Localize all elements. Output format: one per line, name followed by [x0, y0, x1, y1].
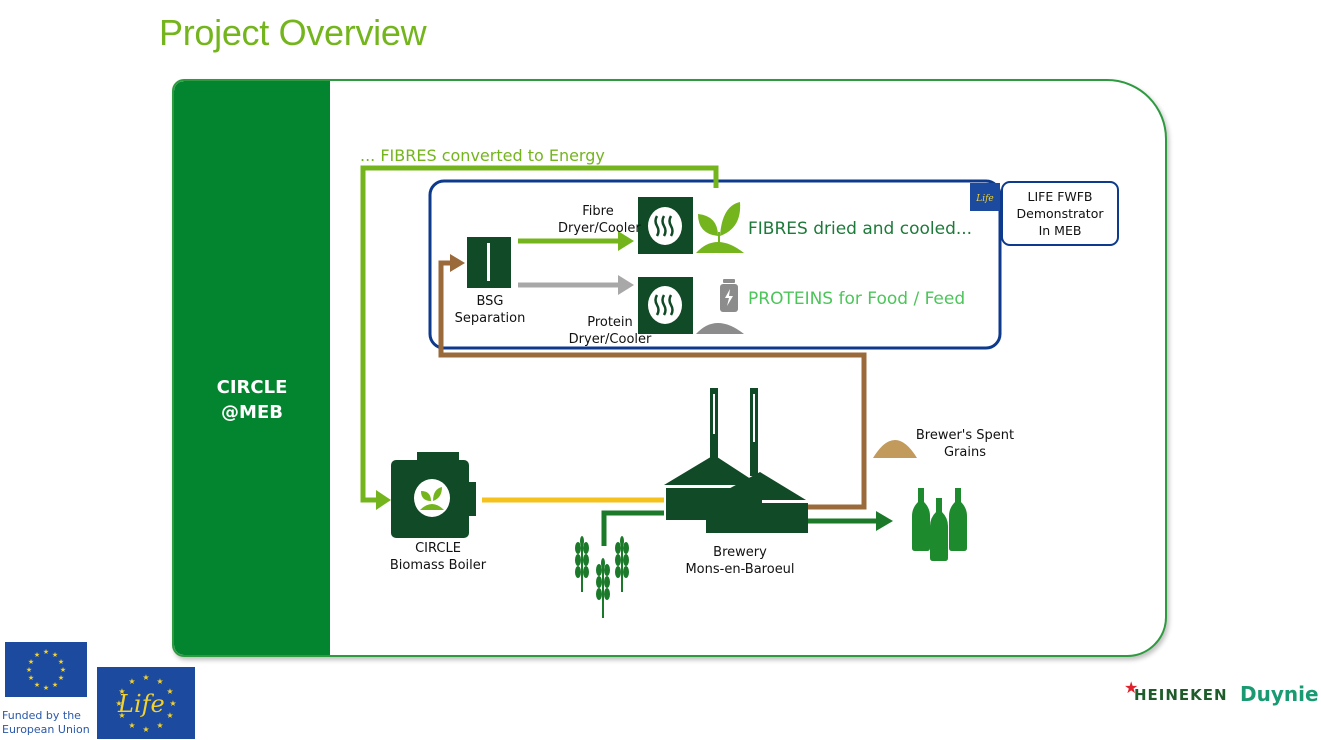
life-logo-text: Life — [118, 690, 165, 718]
spent-grain-icon — [873, 440, 917, 458]
svg-text:★: ★ — [52, 651, 58, 659]
svg-text:Life: Life — [975, 194, 994, 204]
proteins-label: PROTEINS for Food / Feed — [748, 289, 966, 309]
protein-powder-icon — [696, 279, 744, 334]
sidebar-label: CIRCLE @MEB — [174, 375, 330, 425]
svg-text:★: ★ — [34, 651, 40, 659]
life-logo-icon: ★★★★ ★★★★ ★★★★ — [97, 667, 195, 739]
heineken-star-icon: ★ — [1124, 678, 1139, 697]
beer-output-arrowhead — [876, 511, 893, 531]
protein-dryer-label-line2: Dryer/Cooler — [568, 332, 652, 347]
svg-text:★: ★ — [142, 673, 149, 682]
fibre-dryer-label: Fibre Dryer/Cooler — [558, 203, 641, 237]
fibre-dryer-label-line1: Fibre — [582, 204, 614, 219]
life-demonstrator-box: LIFE FWFB Demonstrator In MEB — [1001, 181, 1119, 246]
svg-text:★: ★ — [43, 648, 49, 656]
svg-text:★: ★ — [169, 699, 176, 708]
svg-text:★: ★ — [58, 658, 64, 666]
sidebar-label-line2: @MEB — [221, 402, 283, 423]
bsg-separation-label-line1: BSG — [476, 294, 504, 309]
svg-text:★: ★ — [26, 666, 32, 674]
svg-text:★: ★ — [128, 677, 135, 686]
life-box-line1: LIFE FWFB — [1027, 189, 1093, 204]
svg-text:★: ★ — [43, 684, 49, 692]
sidebar-panel: CIRCLE @MEB — [174, 81, 330, 655]
eu-flag-icon: ★★★★ ★★★★ ★★★★ — [5, 642, 87, 697]
fibre-arrowhead — [618, 231, 634, 251]
sprout-icon — [696, 202, 744, 253]
separator-icon — [467, 237, 511, 288]
bsg-separation-label: BSG Separation — [450, 293, 530, 327]
svg-text:★: ★ — [128, 721, 135, 730]
svg-text:★: ★ — [52, 681, 58, 689]
protein-dryer-label-line1: Protein — [587, 315, 633, 330]
fibres-dried-label: FIBRES dried and cooled... — [748, 219, 973, 239]
brewery-label: Brewery Mons-en-Baroeul — [680, 544, 800, 578]
sidebar-label-line1: CIRCLE — [216, 377, 288, 398]
duynie-logo: Duynie — [1240, 682, 1319, 706]
svg-text:★: ★ — [58, 674, 64, 682]
fibres-energy-arrowhead — [376, 490, 391, 510]
bsg-return-line — [438, 260, 867, 510]
beer-bottles-icon — [912, 488, 967, 561]
protein-dryer-label: Protein Dryer/Cooler — [568, 314, 652, 348]
life-mini-flag-icon: Life — [970, 183, 1000, 211]
biomass-boiler-label-line1: CIRCLE — [415, 541, 461, 556]
bsg-separation-label-line2: Separation — [454, 311, 526, 326]
eu-funding-caption: Funded by the European Union — [2, 709, 90, 737]
svg-text:★: ★ — [28, 674, 34, 682]
biomass-boiler-label-line2: Biomass Boiler — [389, 558, 487, 573]
fibres-energy-label: ... FIBRES converted to Energy — [360, 146, 605, 165]
brewery-label-line2: Mons-en-Baroeul — [685, 562, 795, 577]
heineken-logo: HEINEKEN — [1134, 686, 1228, 704]
fibres-energy-line — [360, 165, 719, 503]
svg-text:★: ★ — [60, 666, 66, 674]
svg-text:★: ★ — [115, 699, 122, 708]
bsg-arrowhead — [450, 254, 465, 272]
spent-grains-label-line1: Brewer's Spent — [915, 428, 1015, 443]
dryer-icon-fibre — [638, 197, 693, 254]
svg-text:★: ★ — [34, 681, 40, 689]
wheat-icon — [575, 536, 629, 618]
life-box-line2: Demonstrator — [1016, 206, 1104, 221]
spent-grains-label-line2: Grains — [943, 445, 986, 460]
svg-text:★: ★ — [28, 658, 34, 666]
page-title: Project Overview — [159, 12, 427, 53]
fibre-dryer-label-line2: Dryer/Cooler — [558, 221, 641, 236]
biomass-boiler-label: CIRCLE Biomass Boiler — [384, 540, 492, 574]
brewery-icon — [664, 388, 808, 533]
eu-caption-line2: European Union — [2, 723, 90, 736]
eu-caption-line1: Funded by the — [2, 709, 81, 722]
grain-input-line — [601, 510, 664, 546]
boiler-icon — [391, 452, 476, 538]
svg-text:★: ★ — [118, 711, 125, 720]
svg-text:★: ★ — [142, 725, 149, 734]
life-box-line3: In MEB — [1038, 223, 1082, 238]
project-overview-card: CIRCLE @MEB — [172, 79, 1167, 657]
svg-text:★: ★ — [156, 721, 163, 730]
svg-text:★: ★ — [166, 711, 173, 720]
spent-grains-label: Brewer's Spent Grains — [912, 427, 1018, 461]
dryer-icon-protein — [638, 277, 693, 334]
protein-arrowhead — [618, 275, 634, 295]
svg-text:★: ★ — [166, 687, 173, 696]
svg-text:★: ★ — [156, 677, 163, 686]
svg-text:★: ★ — [118, 687, 125, 696]
brewery-label-line1: Brewery — [713, 545, 767, 560]
